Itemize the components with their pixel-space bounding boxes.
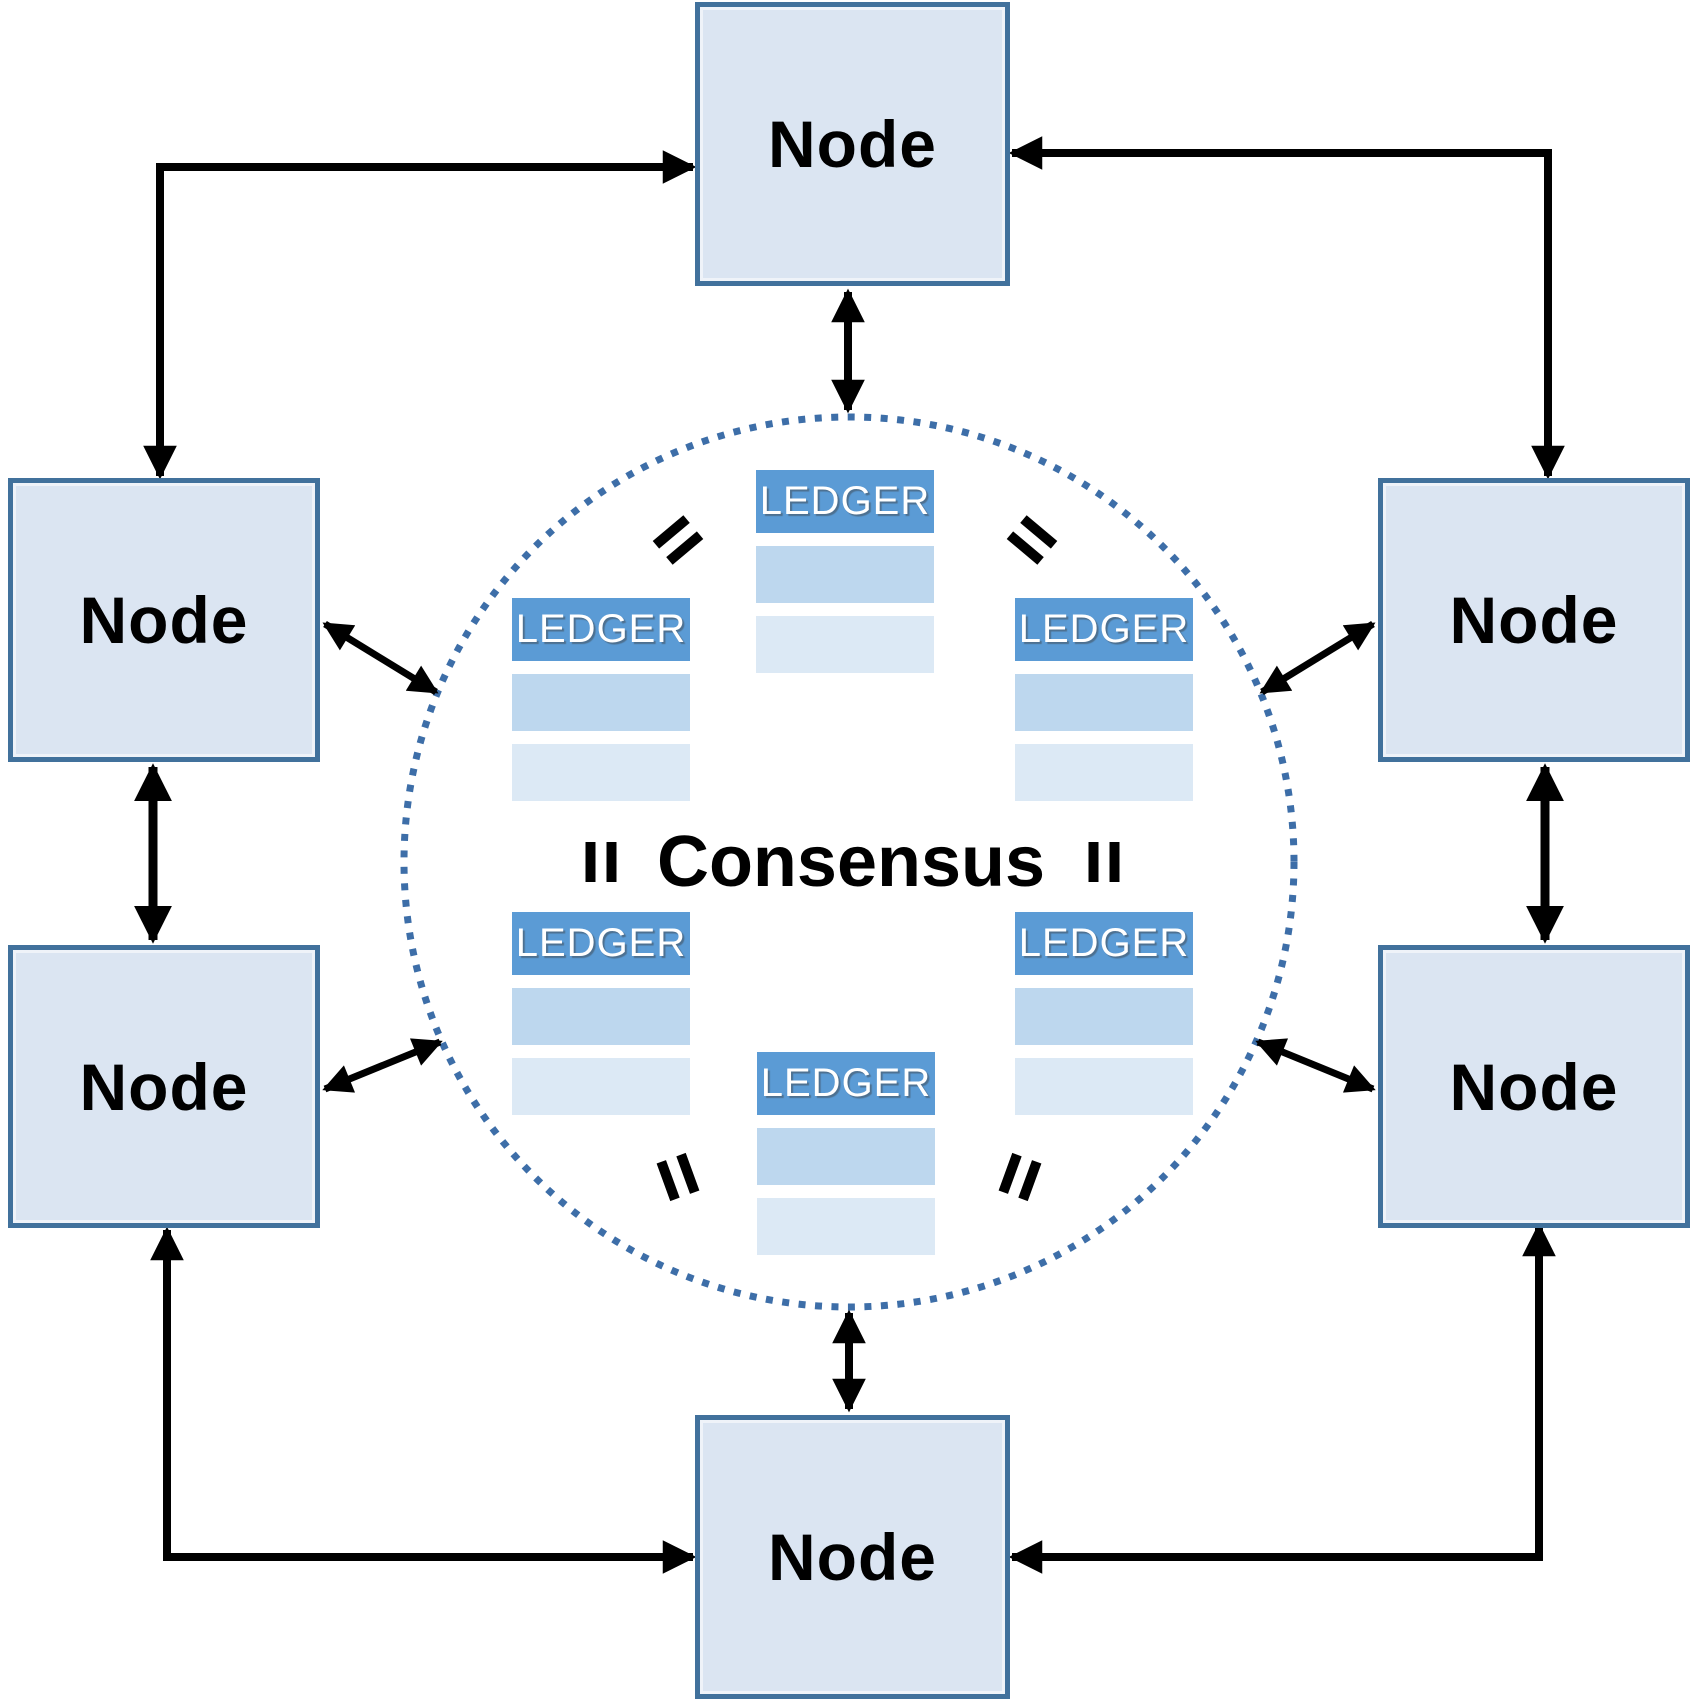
ledger-lower-right-header: LEDGER [1015, 912, 1193, 975]
ledger-upper-right-header: LEDGER [1015, 598, 1193, 661]
ledger-top: LEDGER [756, 470, 934, 686]
arrow-left-top-node-to-circle [322, 621, 439, 695]
node-left-top-label: Node [79, 583, 249, 657]
node-bottom: Node [695, 1415, 1010, 1699]
ledger-upper-right: LEDGER [1015, 598, 1193, 814]
equals-icon [585, 842, 617, 882]
node-right-top: Node [1378, 478, 1690, 762]
node-right-bottom: Node [1378, 945, 1690, 1228]
ledger-row [1015, 988, 1193, 1045]
arrow-corner-top-left [143, 150, 697, 480]
node-top: Node [695, 2, 1010, 286]
node-right-top-label: Node [1449, 583, 1619, 657]
ledger-row [512, 1058, 690, 1115]
arrow-right-bottom-node-to-circle [1255, 1038, 1376, 1093]
equals-bar [585, 842, 596, 882]
ledger-row [757, 1198, 935, 1255]
ledger-row [1015, 744, 1193, 801]
equals-bar [606, 842, 617, 882]
equals-bar [1109, 842, 1120, 882]
ledger-bottom-header: LEDGER [757, 1052, 935, 1115]
ledger-row [1015, 1058, 1193, 1115]
ledger-row [756, 616, 934, 673]
equals-bar [1088, 842, 1099, 882]
ledger-bottom: LEDGER [757, 1052, 935, 1268]
ledger-row [1015, 674, 1193, 731]
consensus-dotted-circle [400, 413, 1298, 1311]
ledger-lower-left: LEDGER [512, 912, 690, 1128]
node-right-bottom-label: Node [1449, 1049, 1619, 1124]
ledger-row [512, 674, 690, 731]
equals-icon [1088, 842, 1120, 882]
node-left-top: Node [8, 478, 320, 762]
ledger-lower-left-header: LEDGER [512, 912, 690, 975]
arrow-corner-bottom-right [1008, 1222, 1556, 1574]
arrow-corner-top-right [1008, 136, 1565, 480]
arrow-right-top-node-to-circle [1259, 621, 1376, 695]
arrow-corner-bottom-left [150, 1226, 697, 1574]
ledger-lower-right: LEDGER [1015, 912, 1193, 1128]
ledger-row [512, 988, 690, 1045]
consensus-label: Consensus [656, 822, 1046, 902]
ledger-upper-left-header: LEDGER [512, 598, 690, 661]
node-left-bottom-label: Node [79, 1049, 249, 1124]
ledger-upper-left: LEDGER [512, 598, 690, 814]
ledger-row [512, 744, 690, 801]
node-left-bottom: Node [8, 945, 320, 1228]
arrow-left-bottom-node-to-circle [322, 1038, 443, 1093]
ledger-row [757, 1128, 935, 1185]
ledger-top-header: LEDGER [756, 470, 934, 533]
node-bottom-label: Node [768, 1520, 937, 1594]
node-top-label: Node [768, 107, 937, 181]
ledger-row [756, 546, 934, 603]
